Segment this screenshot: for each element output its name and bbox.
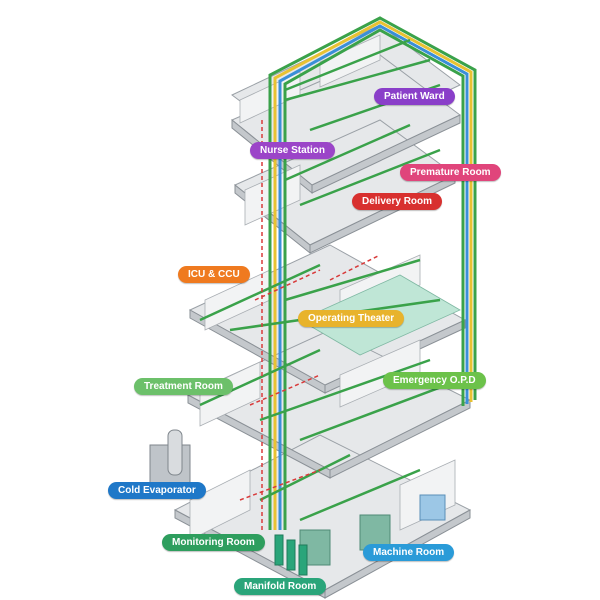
manifold-room-equipment <box>274 534 308 576</box>
label-operating-theater: Operating Theater <box>298 310 405 327</box>
label-monitoring-room: Monitoring Room <box>162 534 265 551</box>
label-machine-room: Machine Room <box>363 544 455 561</box>
label-cold-evaporator: Cold Evaporator <box>108 482 206 499</box>
label-emergency-opd: Emergency O.P.D <box>383 372 486 389</box>
label-premature-room: Premature Room <box>400 164 501 181</box>
edge-emergency-r <box>329 399 471 479</box>
label-treatment-room: Treatment Room <box>134 378 233 395</box>
label-icu-ccu: ICU & CCU <box>178 266 250 283</box>
cold-evaporator-tank <box>149 429 191 486</box>
pipe-runs <box>199 38 461 522</box>
edge-ward-r <box>311 114 461 194</box>
label-nurse-station: Nurse Station <box>250 142 336 159</box>
label-delivery-room: Delivery Room <box>352 193 443 210</box>
vacuum-lines <box>239 120 381 530</box>
label-manifold-room: Manifold Room <box>234 578 327 595</box>
label-patient-ward: Patient Ward <box>374 88 455 105</box>
